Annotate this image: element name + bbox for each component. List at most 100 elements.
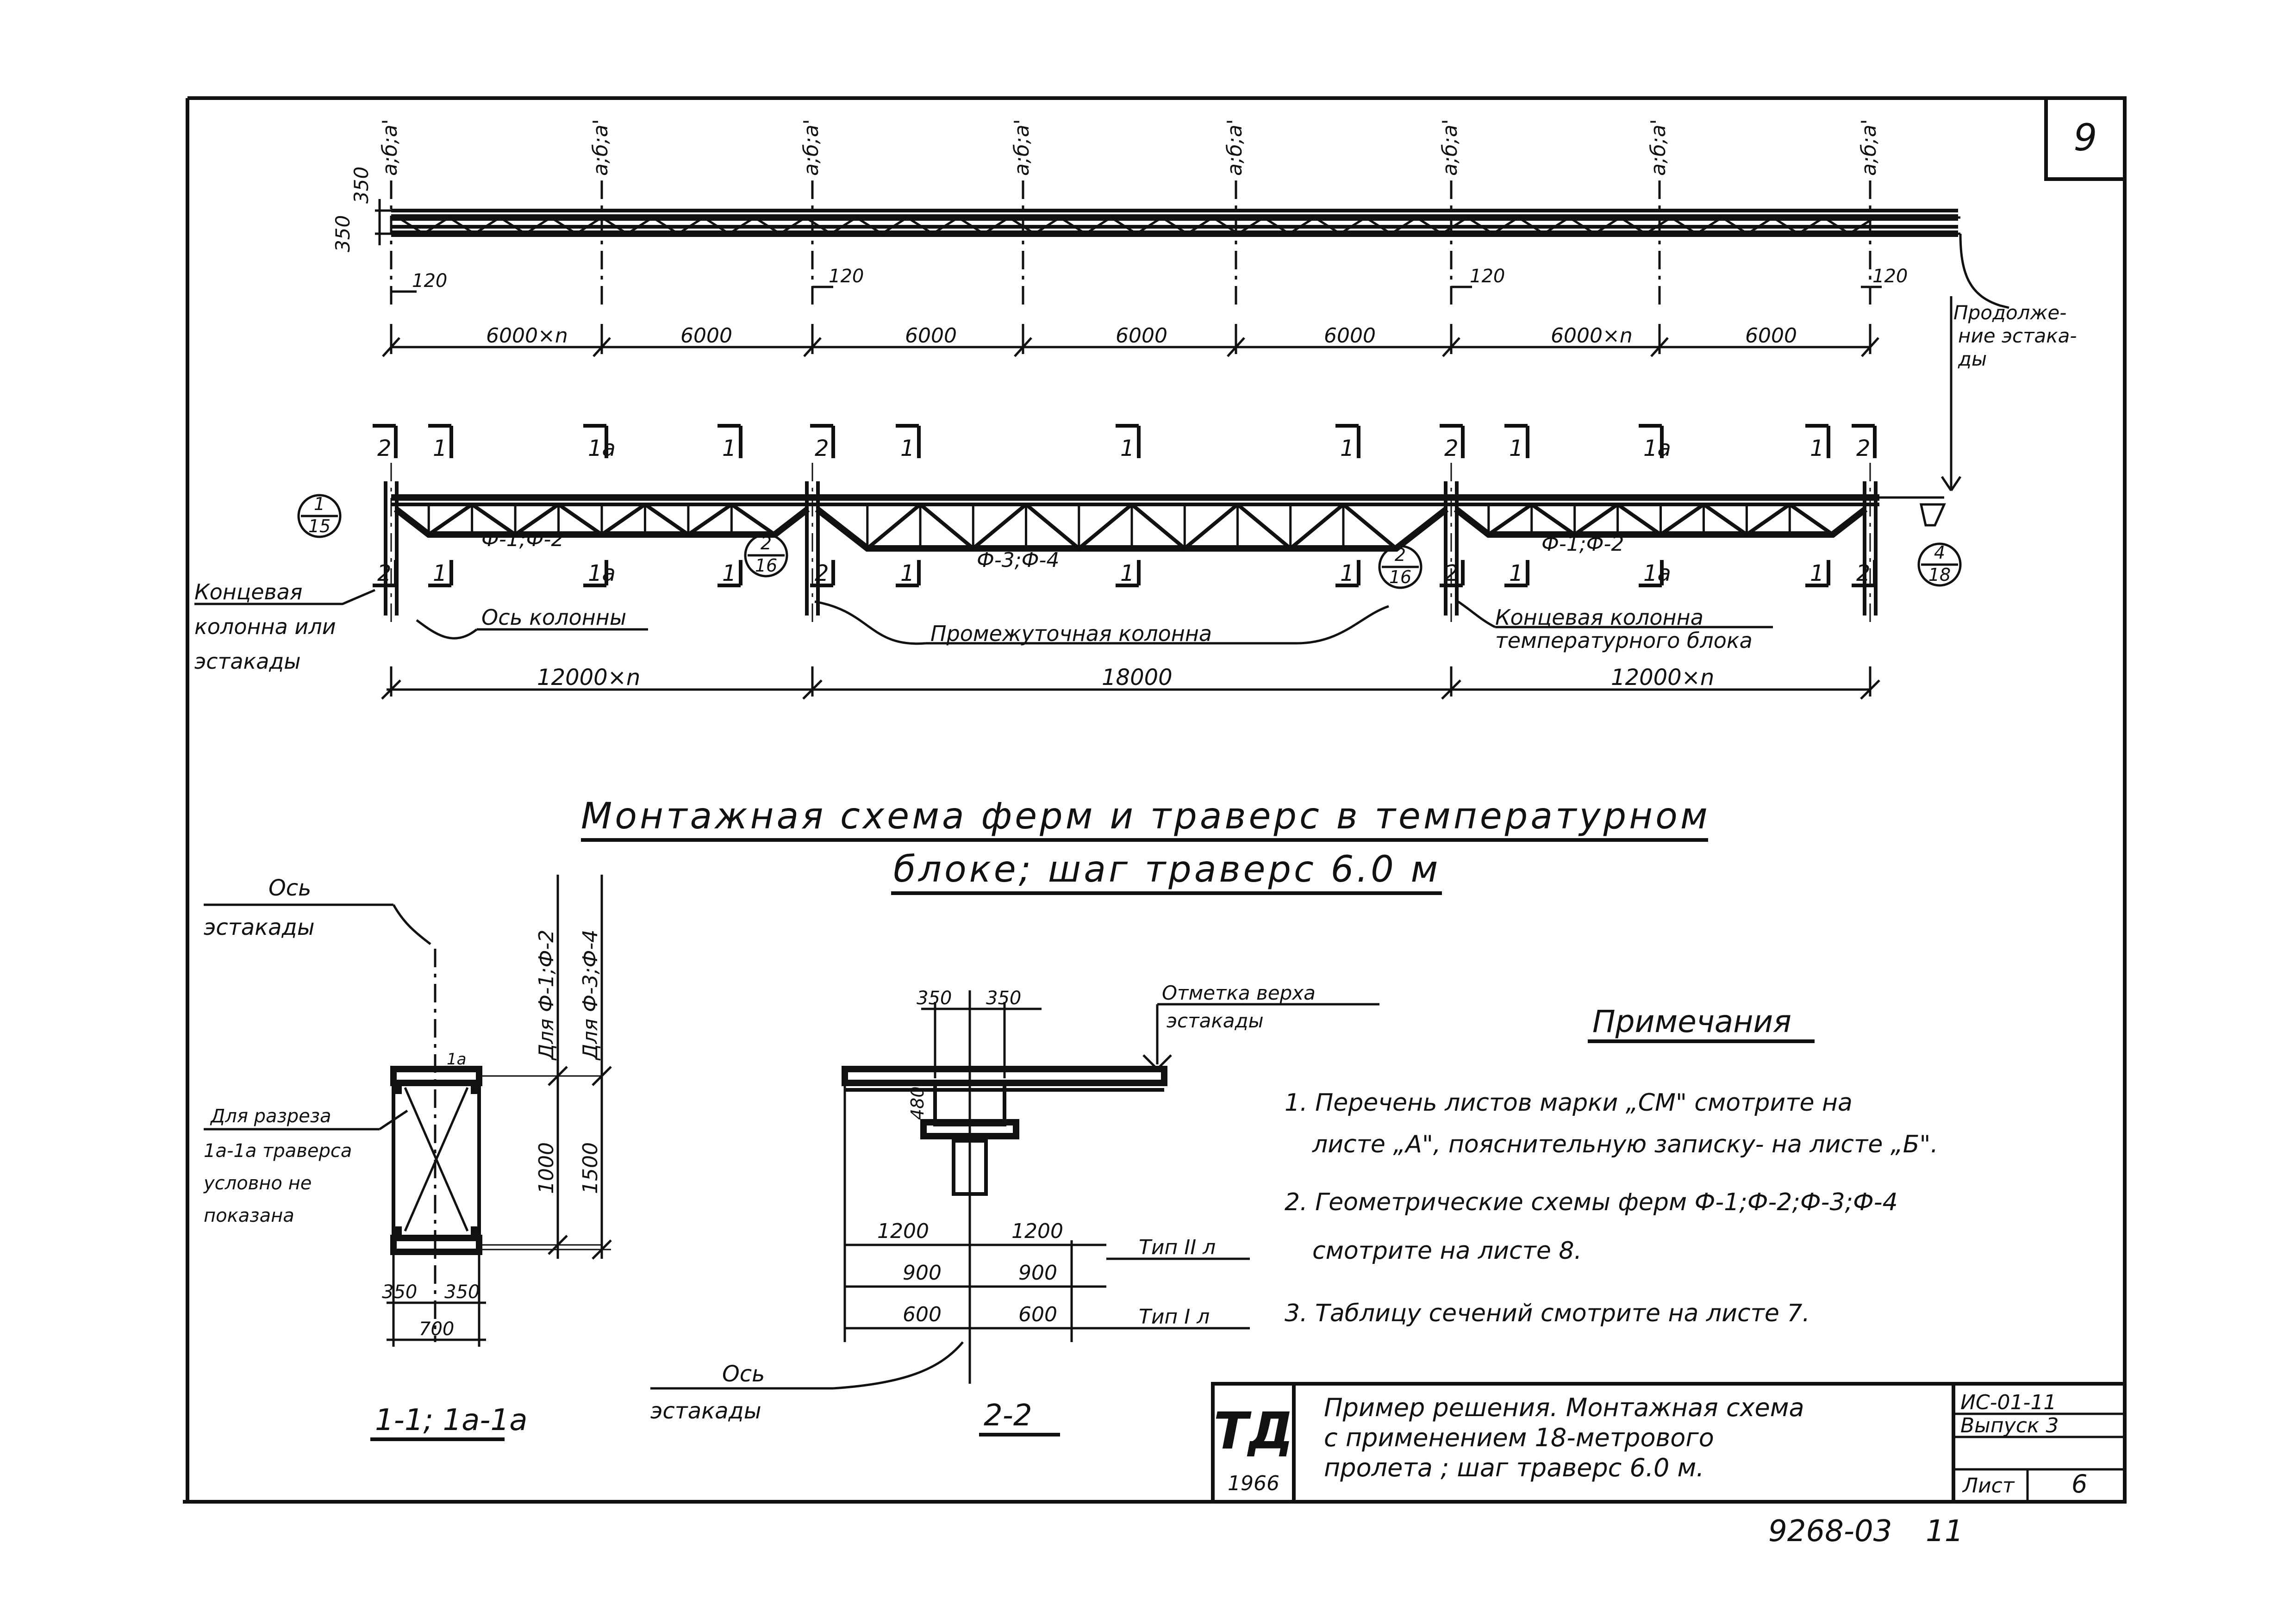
section2-type: Тип I л <box>1139 1305 1210 1329</box>
truss-web <box>1183 503 1239 550</box>
section-mark-top: 2 <box>815 435 829 461</box>
section-mark-top: 1 <box>433 435 447 461</box>
grid-axis-label: а;б;а' <box>1647 119 1670 176</box>
truss-web <box>1746 503 1791 536</box>
plan-dim-350-left: 350 <box>331 215 354 252</box>
section1-caption: 1-1; 1а-1а <box>375 1403 527 1437</box>
section-mark-top: 2 <box>1856 435 1871 461</box>
plan-offset-120: 120 <box>1872 266 1908 287</box>
title-logo: ТД <box>1213 1401 1293 1461</box>
title-issue: Выпуск 3 <box>1960 1414 2059 1437</box>
truss-label: Ф-3;Ф-4 <box>977 548 1059 572</box>
notes-line: 2. Геометрические схемы ферм Ф-1;Ф-2;Ф-3… <box>1285 1188 1898 1216</box>
section2-elev-mark: эстакады <box>1167 1009 1264 1032</box>
top-plan: а;б;а'а;б;а'а;б;а'а;б;а'а;б;а'а;б;а'а;б;… <box>331 119 2077 491</box>
continuation-label: Продолже- <box>1953 301 2066 324</box>
truss-web <box>1788 503 1834 536</box>
section1-vert-label: Для Ф-3;Ф-4 <box>579 930 602 1061</box>
truss-web <box>866 503 922 550</box>
section1-dim-350: 350 <box>444 1281 480 1303</box>
leader-end-column: эстакады <box>194 649 301 674</box>
truss-web <box>471 503 517 536</box>
section1-note: Для разреза <box>210 1106 331 1127</box>
leader-end-column: колонна или <box>194 614 336 639</box>
truss-web <box>1078 503 1133 550</box>
section1-dim-1000: 1000 <box>535 1142 558 1194</box>
truss-web <box>1342 503 1398 550</box>
truss-web <box>514 503 560 536</box>
section2-axis-label: Ось <box>722 1361 765 1387</box>
section1-dim-350: 350 <box>382 1281 417 1303</box>
truss-web <box>1487 503 1533 536</box>
section1-dim-700: 700 <box>419 1318 454 1340</box>
plan-span-dim: 6000 <box>1116 324 1167 348</box>
overall-dim: 18000 <box>1102 665 1173 690</box>
section1-vert-label: Для Ф-1;Ф-2 <box>535 930 558 1061</box>
svg-text:15: 15 <box>308 516 331 536</box>
truss-web <box>1573 503 1619 536</box>
section-1-1: Ось эстакады 1а Для Ф-1;Ф-2 Для Ф-3;Ф-4 … <box>203 875 612 1441</box>
section2-caption: 2-2 <box>984 1399 1032 1433</box>
continuation-label: ние эстака- <box>1958 324 2077 347</box>
truss-web <box>1530 503 1576 536</box>
section-mark-top: 1а <box>1643 435 1671 461</box>
section-mark-top: 1 <box>1120 435 1135 461</box>
section-mark-bottom: 2 <box>815 560 829 586</box>
section-mark-bottom: 1 <box>1810 560 1824 586</box>
plan-offset-120: 120 <box>412 270 447 292</box>
truss-web <box>1289 503 1345 550</box>
title-sheet-no: 6 <box>2071 1469 2087 1499</box>
section-mark-bottom: 2 <box>1444 560 1459 586</box>
truss-label: Ф-1;Ф-2 <box>1541 532 1624 556</box>
leader-end-temp: температурного блока <box>1495 628 1753 653</box>
section-mark-top: 2 <box>377 435 392 461</box>
bottom-code: 9268-03 <box>1768 1514 1892 1548</box>
section2-dim: 900 <box>1018 1261 1057 1285</box>
detail-callout: 4 18 <box>1917 542 1962 587</box>
main-title-line: Монтажная схема ферм и траверс в темпера… <box>581 796 1710 837</box>
grid-axis-label: а;б;а' <box>1010 119 1034 176</box>
section-mark-bottom: 2 <box>1856 560 1871 586</box>
corner-number: 9 <box>2074 116 2097 159</box>
svg-text:4: 4 <box>1934 542 1945 563</box>
truss-web <box>972 503 1028 550</box>
section1-axis-label: Ось <box>268 875 311 901</box>
plan-offset-120: 120 <box>1470 266 1505 287</box>
main-title-line: блоке; шаг траверс 6.0 м <box>893 849 1441 890</box>
leader-end-temp: Концевая колонна <box>1495 605 1703 630</box>
section-mark-bottom: 1 <box>1509 560 1523 586</box>
truss-web <box>1236 503 1292 550</box>
truss-web <box>687 503 733 536</box>
detail-callout: 2 16 <box>744 533 788 578</box>
section2-elev-mark: Отметка верха <box>1162 982 1316 1004</box>
bottom-page: 11 <box>1926 1514 1963 1548</box>
plan-span-dim: 6000 <box>1745 324 1797 348</box>
plan-span-dim: 6000 <box>680 324 732 348</box>
section-2-2: 350 350 480 Отметка верха эстакады 1200 … <box>650 982 1379 1436</box>
section1-axis-label: эстакады <box>204 914 315 940</box>
section-mark-top: 1 <box>900 435 915 461</box>
title-code: ИС-01-11 <box>1960 1391 2056 1414</box>
svg-text:2: 2 <box>761 533 772 553</box>
continuation-label: ды <box>1958 348 1987 370</box>
truss-web <box>427 503 473 536</box>
section2-dim-480: 480 <box>907 1086 928 1120</box>
detail-callout: 1 15 <box>297 494 342 538</box>
section2-type: Тип II л <box>1139 1236 1216 1259</box>
section-mark-top: 2 <box>1444 435 1459 461</box>
plan-span-dim: 6000 <box>1324 324 1376 348</box>
section1-note: показана <box>204 1205 294 1226</box>
section2-axis-label: эстакады <box>650 1398 761 1424</box>
truss-label: Ф-1;Ф-2 <box>481 528 564 551</box>
svg-text:16: 16 <box>755 555 777 576</box>
truss-web <box>644 503 690 536</box>
overall-dim: 12000×n <box>1611 665 1714 690</box>
detail-callout: 2 16 <box>1378 545 1423 589</box>
section-mark-bottom: 1а <box>588 560 616 586</box>
svg-text:1: 1 <box>314 494 325 514</box>
notes: Примечания 1. Перечень листов марки „СМ"… <box>1285 1004 1938 1327</box>
plan-dim-350-vertical: 350 <box>350 167 373 204</box>
